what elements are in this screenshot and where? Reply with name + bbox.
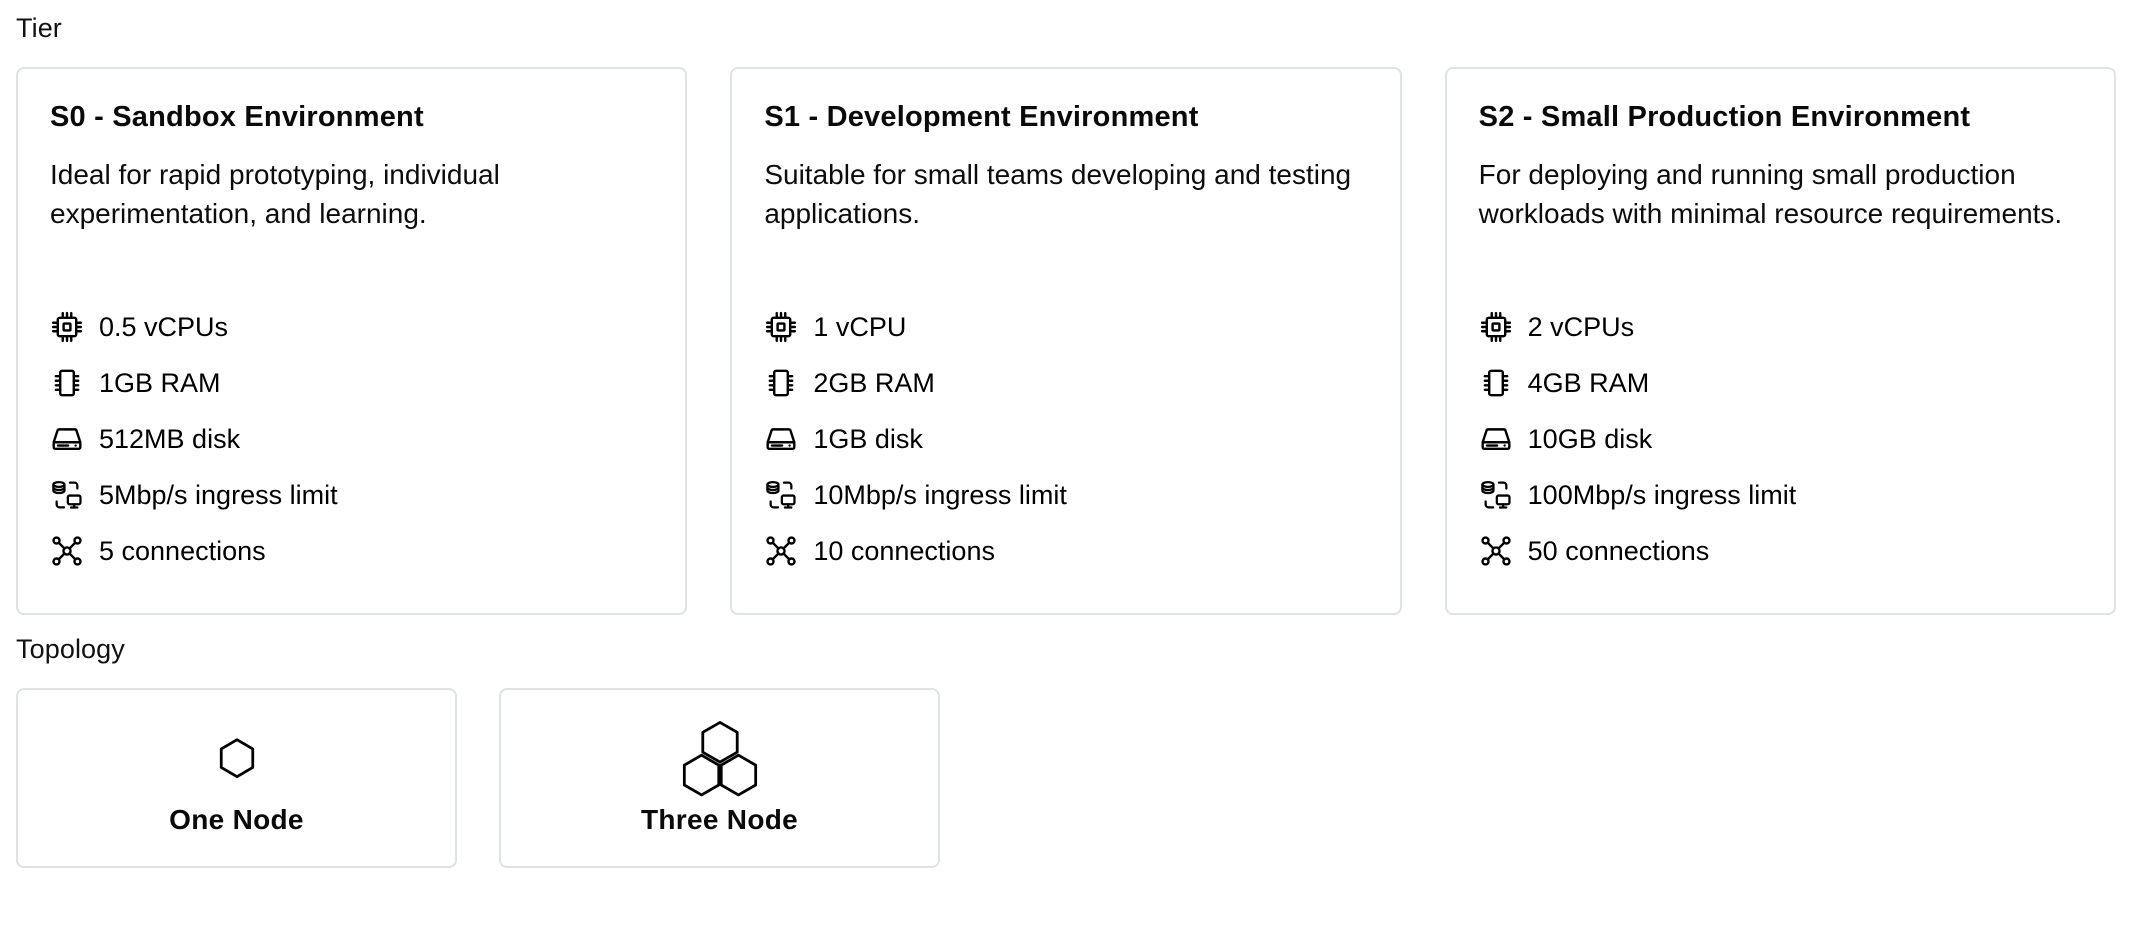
tier-spec-item: 1GB RAM	[50, 355, 653, 411]
connections-icon	[1479, 534, 1513, 568]
connections-icon	[50, 534, 84, 568]
tier-spec-item: 50 connections	[1479, 523, 2082, 579]
tier-spec-list: 2 vCPUs 4GB RAM 10GB disk 100Mbp/s ingre…	[1479, 273, 2082, 579]
tier-spec-text: 0.5 vCPUs	[99, 312, 229, 343]
disk-icon	[50, 422, 84, 456]
ingress-icon	[1479, 478, 1513, 512]
topology-section-label: Topology	[16, 634, 125, 665]
tier-spec-text: 1GB RAM	[99, 368, 221, 399]
tier-card-description: Suitable for small teams developing and …	[764, 158, 1352, 230]
ingress-icon	[764, 478, 798, 512]
memory-icon	[50, 366, 84, 400]
ingress-icon	[50, 478, 84, 512]
tier-spec-item: 10GB disk	[1479, 411, 2082, 467]
tier-spec-text: 100Mbp/s ingress limit	[1527, 480, 1797, 511]
single-hexagon-icon	[210, 720, 264, 798]
cpu-icon	[1479, 310, 1513, 344]
tier-spec-text: 1 vCPU	[813, 312, 907, 343]
tier-spec-list: 1 vCPU 2GB RAM 1GB disk 10Mbp/s ingress …	[764, 273, 1367, 579]
memory-icon	[1479, 366, 1513, 400]
triple-hexagon-icon	[679, 720, 761, 798]
disk-icon	[764, 422, 798, 456]
tier-spec-item: 10 connections	[764, 523, 1367, 579]
tier-spec-item: 1 vCPU	[764, 299, 1367, 355]
topology-card-label: Three Node	[640, 803, 799, 835]
tier-spec-item: 5 connections	[50, 523, 653, 579]
topology-card-one-node[interactable]: One Node	[16, 687, 457, 868]
tier-spec-text: 2GB RAM	[813, 368, 935, 399]
tier-spec-item: 1GB disk	[764, 411, 1367, 467]
tier-spec-text: 512MB disk	[99, 424, 241, 455]
tier-spec-text: 1GB disk	[813, 424, 923, 455]
connections-icon	[764, 534, 798, 568]
topology-card-list: One Node Three Node	[16, 687, 2116, 868]
tier-spec-item: 2GB RAM	[764, 355, 1367, 411]
tier-spec-text: 10Mbp/s ingress limit	[813, 480, 1067, 511]
tier-spec-text: 4GB RAM	[1527, 368, 1650, 399]
tier-section-label: Tier	[16, 13, 62, 43]
disk-icon	[1479, 422, 1513, 456]
topology-card-label: One Node	[169, 803, 304, 835]
topology-card-three-node[interactable]: Three Node	[499, 687, 940, 868]
tier-spec-item: 10Mbp/s ingress limit	[764, 467, 1367, 523]
tier-spec-text: 10 connections	[813, 536, 995, 567]
tier-spec-text: 10GB disk	[1527, 424, 1653, 455]
tier-spec-item: 512MB disk	[50, 411, 653, 467]
tier-card-description: Ideal for rapid prototyping, individual …	[50, 158, 500, 230]
tier-spec-list: 0.5 vCPUs 1GB RAM 512MB disk 5Mbp/s ingr…	[50, 273, 653, 579]
tier-spec-item: 5Mbp/s ingress limit	[50, 467, 653, 523]
tier-card-description: For deploying and running small producti…	[1478, 158, 2063, 230]
tier-spec-text: 50 connections	[1527, 536, 1710, 567]
tier-spec-text: 5Mbp/s ingress limit	[99, 480, 338, 511]
tier-spec-item: 100Mbp/s ingress limit	[1479, 467, 2082, 523]
tier-spec-text: 5 connections	[99, 536, 266, 567]
tier-spec-text: 2 vCPUs	[1527, 312, 1635, 343]
tier-spec-item: 2 vCPUs	[1479, 299, 2082, 355]
cpu-icon	[764, 310, 798, 344]
tier-spec-item: 4GB RAM	[1479, 355, 2082, 411]
tier-card-title: S0 - Sandbox Environment	[50, 101, 424, 134]
tier-card-title: S1 - Development Environment	[764, 101, 1199, 134]
memory-icon	[764, 366, 798, 400]
cpu-icon	[50, 310, 84, 344]
tier-card-title: S2 - Small Production Environment	[1478, 101, 1971, 134]
tier-spec-item: 0.5 vCPUs	[50, 299, 653, 355]
